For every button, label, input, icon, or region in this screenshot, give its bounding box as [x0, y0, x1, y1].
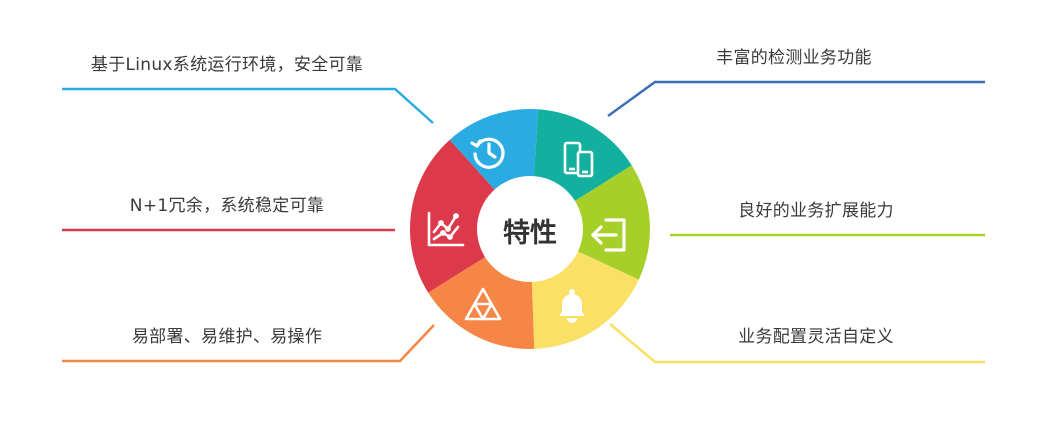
feature-label-config: 业务配置灵活自定义	[738, 327, 894, 347]
ring	[409, 108, 651, 350]
feature-label-deploy: 易部署、易维护、易操作	[131, 327, 323, 347]
connector-line-config	[609, 323, 985, 364]
history-icon	[470, 137, 505, 169]
segment-red	[409, 139, 530, 293]
connector-line-deploy	[62, 324, 435, 363]
feature-label-linux: 基于Linux系统运行环境，安全可靠	[90, 55, 364, 75]
feature-label-extension: 良好的业务扩展能力	[738, 201, 894, 221]
connector-line-linux	[62, 87, 434, 124]
mobile-devices-icon	[563, 141, 594, 178]
sign-in-icon	[591, 218, 626, 252]
triforce-icon	[464, 287, 502, 321]
center-title: 特性	[503, 218, 557, 249]
bell-icon	[559, 289, 585, 323]
feature-label-redundancy: N+1冗余，系统稳定可靠	[129, 196, 325, 216]
ring-center	[477, 176, 583, 282]
line-chart-icon	[427, 211, 465, 247]
connector-line-detection	[607, 80, 985, 118]
feature-label-detection: 丰富的检测业务功能	[716, 48, 872, 68]
